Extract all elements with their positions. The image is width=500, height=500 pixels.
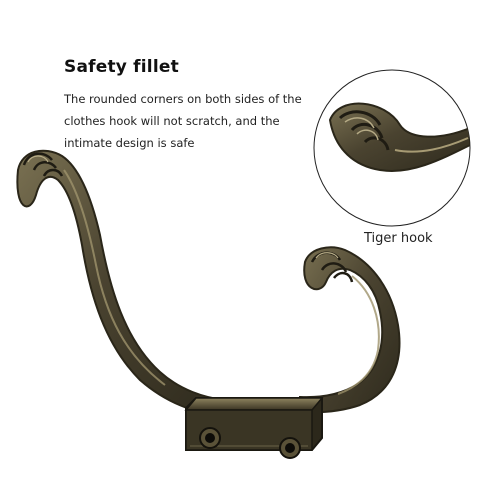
zoom-detail-circle: [313, 69, 471, 227]
screw-hole: [279, 437, 301, 459]
zoomed-hook-tip: [328, 102, 470, 172]
screw-hole: [199, 427, 221, 449]
coat-hook-image: [16, 149, 401, 459]
feature-title: Safety fillet: [64, 57, 179, 77]
feature-description: The rounded corners on both sides of the…: [64, 88, 314, 154]
description-line: intimate design is safe: [64, 136, 195, 150]
description-line: The rounded corners on both sides of the: [64, 92, 302, 106]
callout-label: Tiger hook: [364, 231, 433, 246]
description-line: clothes hook will not scratch, and the: [64, 114, 280, 128]
